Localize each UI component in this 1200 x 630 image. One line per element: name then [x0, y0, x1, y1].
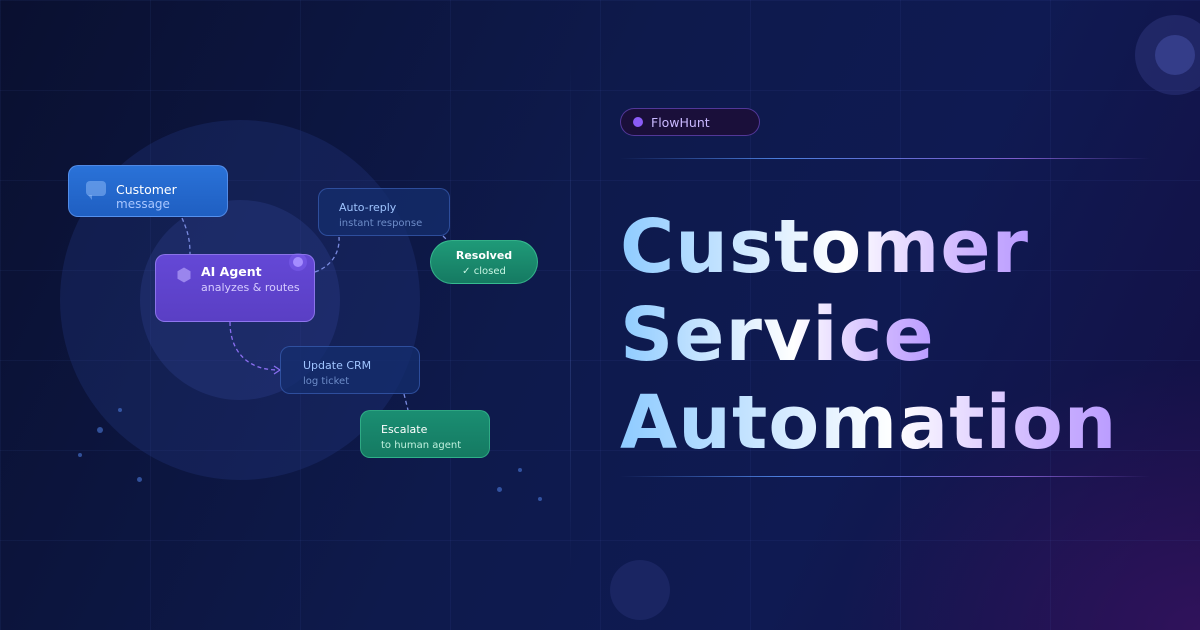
brand-name: FlowHunt: [651, 115, 710, 130]
crm-node-subtitle: log ticket: [303, 376, 350, 387]
decorative-circle-bottom: [610, 560, 670, 620]
auto-reply-node: Auto-reply instant response: [318, 188, 450, 236]
escalate-node-subtitle: to human agent: [381, 440, 462, 451]
hexagon-icon: [177, 267, 191, 283]
connector-agent-autoreply: [314, 236, 340, 273]
customer-message-node: Customer message: [68, 165, 228, 217]
particle-dot: [497, 487, 502, 492]
divider-line-bottom: [620, 476, 1150, 477]
brand-badge: FlowHunt: [620, 108, 760, 136]
brand-dot-icon: [633, 117, 643, 127]
resolved-node: Resolved ✓ closed: [430, 240, 538, 284]
chat-bubble-tail: [88, 195, 92, 200]
customer-node-subtitle: message: [116, 197, 170, 211]
resolved-node-title: Resolved: [455, 249, 513, 262]
particle-dot: [78, 453, 82, 457]
autoreply-node-title: Auto-reply: [339, 201, 397, 214]
status-pulse-core: [293, 257, 303, 267]
particle-dot: [118, 408, 122, 412]
vertical-divider: [570, 60, 571, 570]
particle-dot: [518, 468, 522, 472]
connector-crm-escalate: [403, 393, 409, 411]
headline-line-3: Automation: [620, 380, 1118, 466]
headline-line-1: Customer: [620, 204, 1030, 290]
escalate-node-title: Escalate: [381, 423, 428, 436]
update-crm-node: Update CRM log ticket: [280, 346, 420, 394]
particle-dot: [137, 477, 142, 482]
connector-customer-agent: [181, 217, 191, 255]
divider-line-top: [620, 158, 1150, 159]
escalate-node: Escalate to human agent: [360, 410, 490, 458]
agent-node-title: AI Agent: [201, 264, 262, 279]
autoreply-node-subtitle: instant response: [339, 218, 423, 229]
decorative-ring-center: [1155, 35, 1195, 75]
headline-line-2: Service: [620, 292, 935, 378]
resolved-node-subtitle: ✓ closed: [462, 266, 506, 277]
connector-agent-crm: [229, 321, 279, 371]
customer-node-title: Customer: [116, 182, 177, 197]
ai-agent-node: AI Agent analyzes & routes: [155, 253, 315, 322]
particle-dot: [97, 427, 103, 433]
connector-autoreply-resolved: [442, 235, 449, 242]
particle-dot: [538, 497, 542, 501]
agent-node-subtitle: analyzes & routes: [201, 281, 300, 294]
crm-node-title: Update CRM: [303, 359, 372, 372]
chat-bubble-icon: [86, 181, 106, 196]
